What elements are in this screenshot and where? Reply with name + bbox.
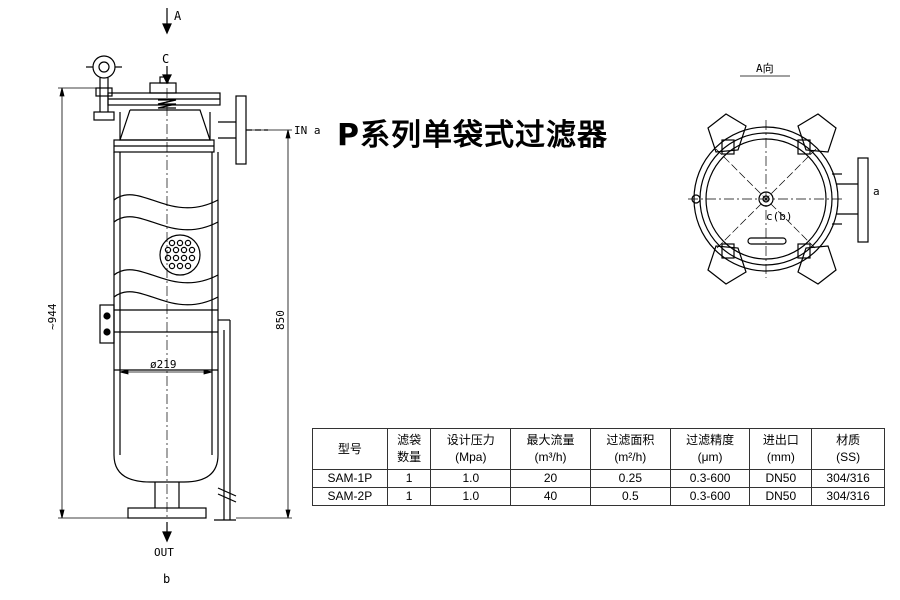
cell-precision: 0.3-600 [669, 469, 751, 488]
cell-bag-count: 1 [386, 469, 432, 488]
eye-bolt [86, 55, 122, 121]
cell-model: SAM-1P [312, 469, 388, 488]
filter-lid [107, 76, 221, 153]
cell-material: 304/316 [811, 487, 885, 506]
cell-flow: 40 [510, 487, 591, 506]
perforated-basket [159, 234, 201, 276]
cell-flow: 20 [510, 469, 591, 488]
page-title: P系列单袋式过滤器 [337, 118, 608, 153]
dimension-body-height [236, 129, 292, 519]
dimension-diameter [119, 369, 213, 375]
clamp-bottom-left [707, 243, 747, 285]
cell-port: DN50 [749, 469, 813, 488]
cell-pressure: 1.0 [430, 487, 512, 506]
label-side-a: a [873, 185, 880, 198]
cell-port: DN50 [749, 487, 813, 506]
top-view-inlet [832, 157, 869, 243]
label-view-a-arrow: A [174, 9, 182, 23]
header-inlet-outlet: 进出口(mm) [749, 428, 813, 470]
label-diameter: ø219 [150, 358, 177, 371]
c-arrow [162, 66, 172, 85]
label-height-total: ~944 [46, 303, 59, 330]
outlet-arrow [162, 522, 172, 543]
cell-bag-count: 1 [386, 487, 432, 506]
header-material: 材质(SS) [811, 428, 885, 470]
support-bracket [99, 304, 237, 521]
label-height-body: 850 [274, 310, 287, 330]
label-top-c: C [162, 52, 169, 66]
label-outlet: OUT [154, 546, 174, 559]
spec-table: 型号 滤袋数量 设计压力(Mpa) 最大流量(m³/h) 过滤面积(m²/h) … [312, 428, 885, 506]
cell-pressure: 1.0 [430, 469, 512, 488]
label-view-a-title: A向 [756, 61, 774, 75]
cell-area: 0.5 [589, 487, 671, 506]
clamp-top-right [797, 113, 837, 155]
label-center: c(b) [766, 210, 793, 223]
top-view [688, 75, 869, 285]
clamp-bottom-right [797, 243, 837, 285]
cell-precision: 0.3-600 [669, 487, 751, 506]
header-bag-count: 滤袋数量 [386, 428, 432, 470]
filter-body [113, 88, 219, 520]
header-max-flow: 最大流量(m³/h) [510, 428, 591, 470]
header-filter-precision: 过滤精度(μm) [669, 428, 751, 470]
outlet-nozzle [127, 482, 207, 519]
spec-table-header: 型号 滤袋数量 设计压力(Mpa) 最大流量(m³/h) 过滤面积(m²/h) … [312, 428, 885, 470]
table-row: SAM-1P 1 1.0 20 0.25 0.3-600 DN50 304/31… [312, 469, 885, 488]
cell-area: 0.25 [589, 469, 671, 488]
cell-model: SAM-2P [312, 487, 388, 506]
label-inlet: IN a [294, 124, 321, 137]
label-bottom-b: b [163, 572, 170, 586]
table-row: SAM-2P 1 1.0 40 0.5 0.3-600 DN50 304/316 [312, 487, 885, 506]
clamp-top-left [707, 113, 747, 155]
header-design-pressure: 设计压力(Mpa) [430, 428, 512, 470]
view-a-arrow [162, 8, 172, 35]
cell-material: 304/316 [811, 469, 885, 488]
header-filter-area: 过滤面积(m²/h) [589, 428, 671, 470]
header-model: 型号 [312, 428, 388, 470]
dimension-total-height [58, 87, 128, 519]
